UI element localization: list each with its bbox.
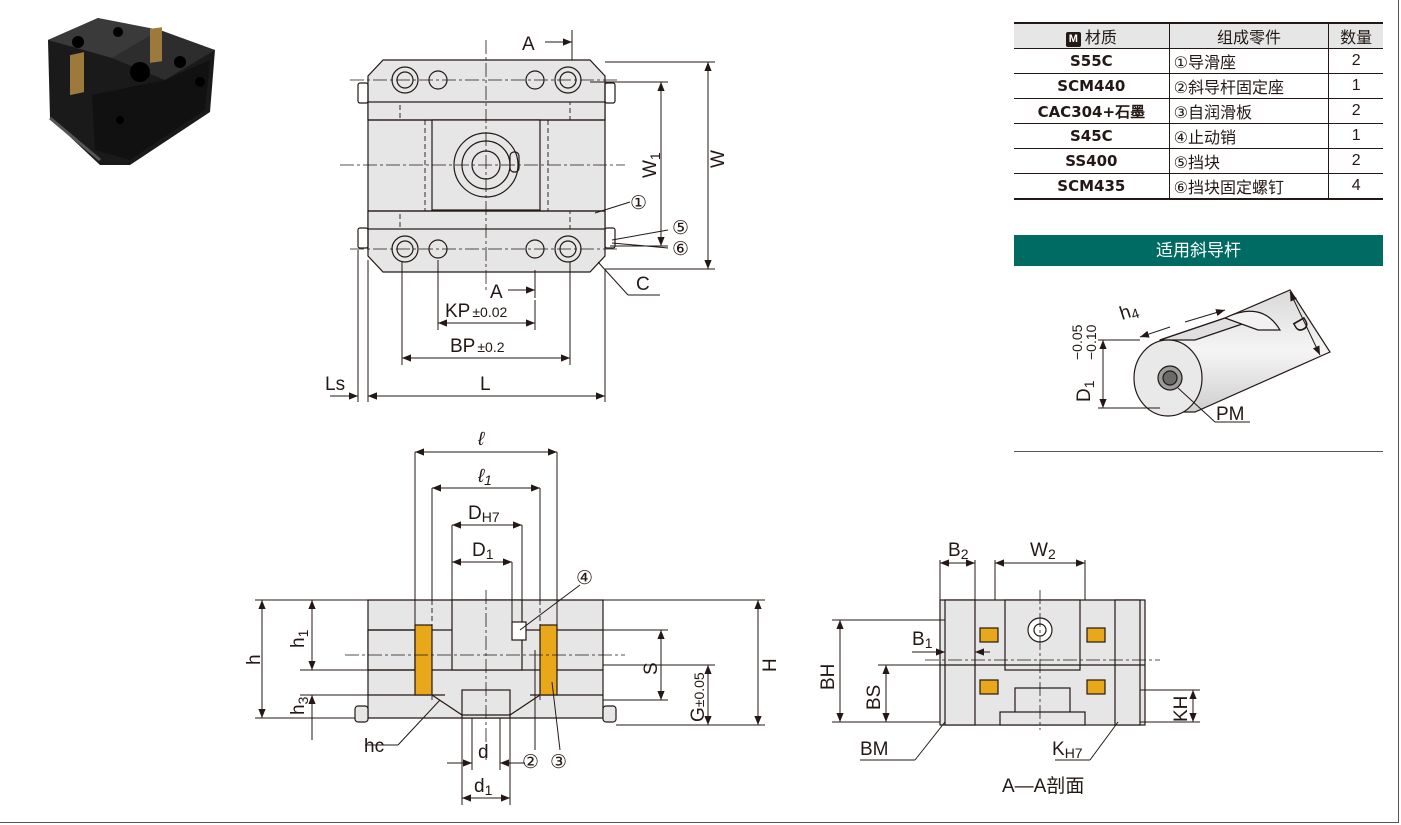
callout-5: ⑤ [672,218,689,239]
cell-material: CAC304+石墨 [1014,98,1170,124]
applicable-rod-banner: 适用斜导杆 [1014,235,1383,266]
cell-material: SCM435 [1014,173,1170,200]
label-g: G±0.05 [688,672,709,722]
front-view-labels: ℓ ℓ1 DH7 D1 h h1 h3 hc S G±0.05 H d d1 ②… [244,429,781,798]
top-view [340,40,625,290]
label-l: L [480,374,491,395]
front-view-dimensions [255,448,765,805]
cell-material: S55C [1014,48,1170,74]
label-dh7: DH7 [468,503,500,525]
label-d: d [478,742,489,763]
label-a-top: A [522,34,535,55]
label-bh: BH [818,664,839,690]
label-d1-bottom: d1 [474,776,493,798]
section-view-dimensions [832,559,1200,761]
label-h4: h4 [1117,299,1141,326]
label-tol-upper: −0.05 [1069,324,1085,360]
cell-qty: 2 [1328,98,1383,124]
callout-6: ⑥ [672,239,689,260]
label-l1: ℓ1 [477,466,492,488]
cell-material: SS400 [1014,148,1170,174]
section-view [925,590,1160,730]
label-w2: W2 [1030,540,1056,562]
rod-labels: h4 D PM D1 −0.05 −0.10 [1069,299,1313,425]
section-title: A—A剖面 [1002,775,1084,797]
cell-material: S45C [1014,123,1170,149]
label-h-total: H [760,658,781,672]
label-h: h [244,654,265,665]
callout-3: ③ [550,752,567,773]
label-hc: hc [364,736,384,757]
label-tol-lower: −0.10 [1083,324,1099,360]
label-h1: h1 [288,629,311,648]
label-pm: PM [1216,404,1245,425]
callout-1: ① [630,193,647,214]
label-w1: W1 [640,152,663,178]
cell-qty: 2 [1328,148,1383,174]
cell-part: ①导滑座 [1169,48,1330,74]
front-view [345,590,625,760]
cell-part: ②斜导杆固定座 [1169,73,1330,99]
cell-qty: 2 [1328,48,1383,74]
rod-illustration [1133,289,1331,417]
label-bm: BM [860,739,889,760]
material-badge-icon: M [1065,32,1081,47]
header-quantity: 数量 [1328,23,1383,49]
label-kh: KH [1171,696,1192,722]
label-bp: BP±0.2 [450,336,505,357]
label-s: S [641,662,662,675]
product-photo [48,18,215,165]
label-ls: Ls [325,374,345,395]
cell-qty: 1 [1328,73,1383,99]
label-c: C [636,274,650,295]
label-a-bottom: A [490,282,503,303]
label-b2: B2 [948,540,969,562]
label-h3: h3 [288,696,311,715]
rod-dimensions [1098,291,1321,423]
header-parts: 组成零件 [1169,23,1330,49]
cell-material: SCM440 [1014,73,1170,99]
cell-qty: 4 [1328,173,1383,200]
label-d1-top: D1 [472,540,494,562]
cell-part: ③自润滑板 [1169,98,1330,124]
section-view-labels: B2 W2 B1 BH BS BM KH KH7 A—A剖面 [818,540,1192,797]
label-w: W [708,150,729,168]
label-rod-d1: D1 [1074,380,1097,402]
label-kp: KP±0.02 [445,301,508,322]
callout-2: ② [522,752,539,773]
label-kh7: KH7 [1052,739,1083,761]
top-view-labels: A A W W1 KP±0.02 BP±0.2 L Ls C ① ⑤ ⑥ [325,34,729,395]
cell-part: ④止动销 [1169,123,1330,149]
section-divider [1014,451,1383,452]
cell-part: ⑤挡块 [1169,148,1330,174]
top-view-dimensions [330,30,715,402]
label-bs: BS [864,685,885,710]
label-b1: B1 [912,629,933,651]
cell-qty: 1 [1328,123,1383,149]
callout-4: ④ [576,568,593,589]
cell-part: ⑥挡块固定螺钉 [1169,173,1330,200]
label-l-ell: ℓ [477,429,485,450]
